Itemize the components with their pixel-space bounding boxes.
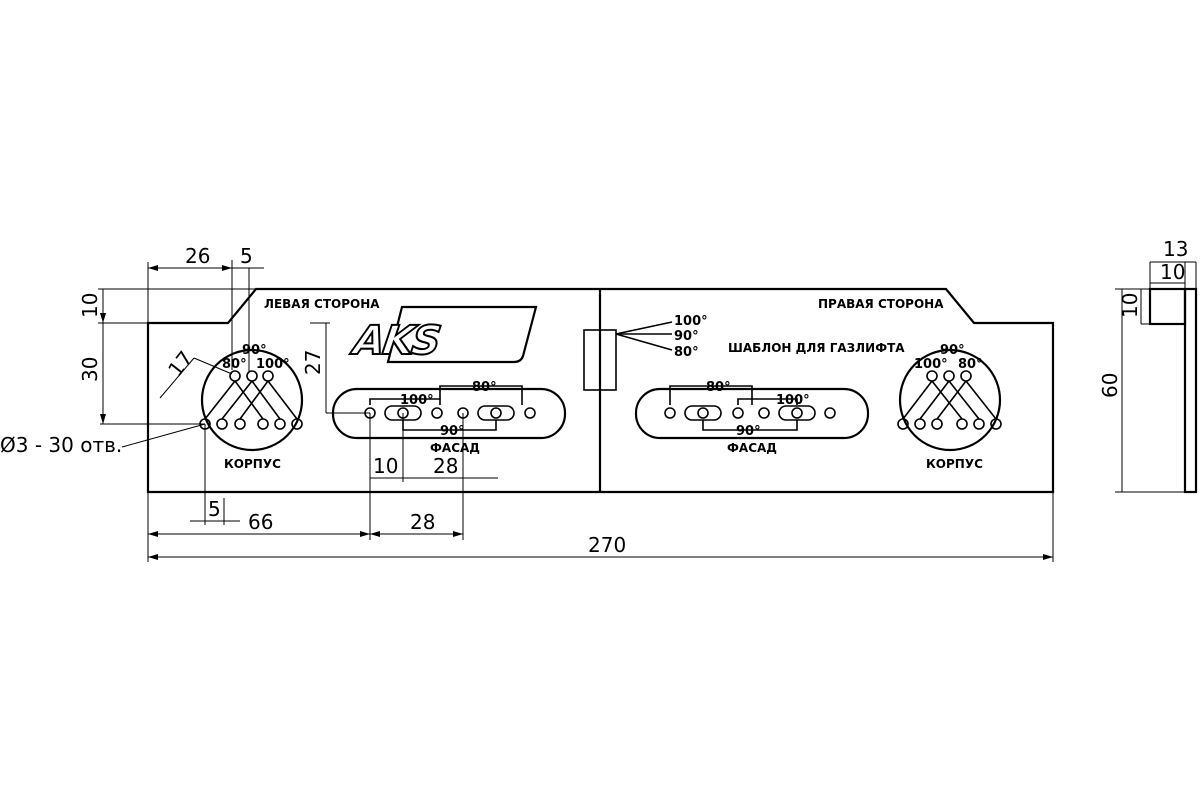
body-left-label: КОРПУС <box>224 457 281 471</box>
left-body: 80° 90° 100° КОРПУС <box>199 343 304 471</box>
angle-100-label: 100° <box>674 314 708 329</box>
left-angle-80: 80° <box>472 380 497 395</box>
left-angle-90: 90° <box>440 424 465 439</box>
left-facade: 100° 80° 90° ФАСАД <box>331 380 567 455</box>
dim-10-mid: 10 <box>373 454 398 478</box>
dim-270: 270 <box>588 533 626 557</box>
left-dimensions: 10 30 17 Ø3 - 30 отв. 27 <box>0 288 370 457</box>
dim-26: 26 <box>185 244 210 268</box>
left-angle-100: 100° <box>400 393 434 408</box>
right-side-label: ПРАВАЯ СТОРОНА <box>818 297 944 311</box>
right-angle-100: 100° <box>776 393 810 408</box>
side-view: 13 10 10 60 <box>1098 237 1198 494</box>
dim-13: 13 <box>1163 237 1188 261</box>
dim-5-top: 5 <box>240 244 253 268</box>
dim-60: 60 <box>1098 373 1122 398</box>
dim-10-side-top: 10 <box>1160 260 1185 284</box>
body-right-angle-80: 80° <box>958 357 983 372</box>
angle-80-label: 80° <box>674 345 699 360</box>
left-side-label: ЛЕВАЯ СТОРОНА <box>264 297 380 311</box>
right-angle-80: 80° <box>706 380 731 395</box>
body-right-label: КОРПУС <box>926 457 983 471</box>
dim-28-bottom: 28 <box>410 510 435 534</box>
dim-17: 17 <box>163 346 198 381</box>
angle-90-label: 90° <box>674 329 699 344</box>
dim-holes: Ø3 - 30 отв. <box>0 433 122 457</box>
right-facade: 80° 100° 90° ФАСАД <box>634 380 870 455</box>
body-left-angle-90: 90° <box>242 343 267 358</box>
bottom-dimensions: 10 28 5 66 28 270 <box>147 413 1054 562</box>
body-right-angle-100: 100° <box>914 357 948 372</box>
dim-66: 66 <box>248 510 273 534</box>
svg-text:AKS: AKS <box>348 318 442 364</box>
body-right-angle-90: 90° <box>940 343 965 358</box>
facade-right-label: ФАСАД <box>727 441 777 455</box>
body-left-angle-100: 100° <box>256 357 290 372</box>
dim-10-left: 10 <box>78 293 102 318</box>
right-body: 100° 90° 80° КОРПУС <box>897 343 1002 471</box>
top-dimensions: 26 5 <box>147 244 264 372</box>
dim-5-bottom: 5 <box>208 497 221 521</box>
dim-30: 30 <box>78 357 102 382</box>
facade-left-label: ФАСАД <box>430 441 480 455</box>
dim-27: 27 <box>301 350 325 375</box>
right-angle-90: 90° <box>736 424 761 439</box>
dim-10-side-left: 10 <box>1118 293 1142 318</box>
template-title: ШАБЛОН ДЛЯ ГАЗЛИФТА <box>728 341 905 355</box>
body-left-angle-80: 80° <box>222 357 247 372</box>
angle-selector: 100° 90° 80° <box>583 314 708 391</box>
dim-28-mid: 28 <box>433 454 458 478</box>
aks-logo: AKS <box>347 305 538 365</box>
